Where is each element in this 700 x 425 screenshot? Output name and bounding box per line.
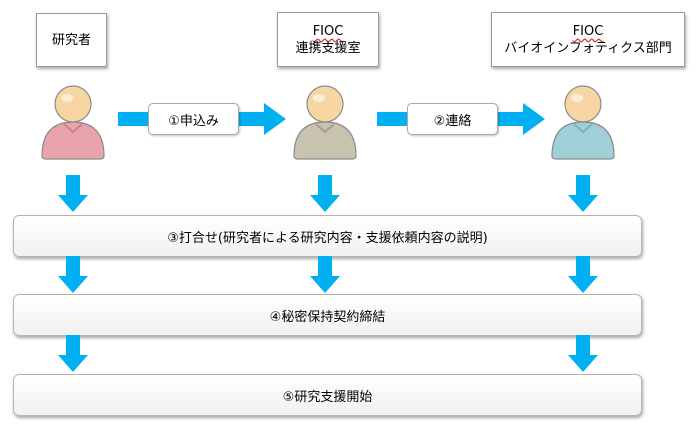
step-nda-text: ④秘密保持契約締結 <box>269 309 386 325</box>
person-icon-researcher <box>41 85 105 160</box>
arrow-down-researcher-2 <box>58 256 88 293</box>
flow-label-contact-text: ②連絡 <box>433 113 472 129</box>
flow-label-application-text: ①申込み <box>168 113 219 129</box>
flow-label-contact: ②連絡 <box>407 103 498 135</box>
step-support-start: ⑤研究支援開始 <box>13 374 642 416</box>
arrow-down-researcher-1 <box>58 175 88 212</box>
arrow-down-bio-2 <box>568 256 598 293</box>
actor-name-fioc-liaison-line1: FIOC <box>312 23 344 39</box>
arrow-down-bio-3 <box>568 335 598 372</box>
actor-name-fioc-liaison-line2: 連携支援室 <box>295 40 361 56</box>
actor-name-fioc-bio-line2: バイオインフォティクス部門 <box>504 40 672 56</box>
step-meeting-text: ③打合せ(研究者による研究内容・支援依頼内容の説明) <box>167 230 488 246</box>
person-icon-fioc-bioinformatics <box>551 85 615 160</box>
step-nda: ④秘密保持契約締結 <box>13 294 642 336</box>
step-support-start-text: ⑤研究支援開始 <box>282 389 373 405</box>
actor-box-fioc-bioinformatics: FIOC バイオインフォティクス部門 <box>491 12 685 67</box>
actor-box-researcher: 研究者 <box>36 13 107 67</box>
actor-name-fioc-bio-line1: FIOC <box>572 23 604 39</box>
arrow-down-liaison-2 <box>310 256 340 293</box>
actor-box-fioc-liaison: FIOC 連携支援室 <box>277 12 379 67</box>
arrow-down-researcher-3 <box>58 335 88 372</box>
actor-name-researcher: 研究者 <box>51 32 91 48</box>
arrow-down-liaison-1 <box>310 175 340 212</box>
flow-label-application: ①申込み <box>148 103 239 135</box>
step-meeting: ③打合せ(研究者による研究内容・支援依頼内容の説明) <box>13 215 642 257</box>
person-icon-fioc-liaison <box>293 85 357 160</box>
arrow-down-bio-1 <box>568 175 598 212</box>
